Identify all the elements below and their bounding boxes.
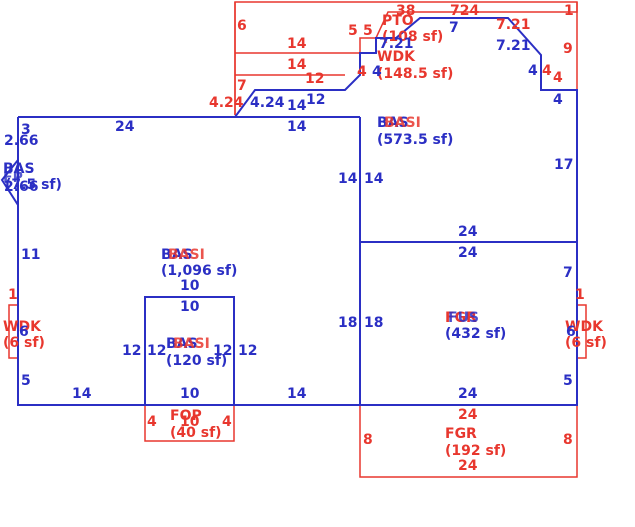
dim-label: 7.21 xyxy=(379,36,414,52)
bas-main-overlay: BASI xyxy=(168,247,205,263)
dim-label: 24 xyxy=(458,407,478,423)
dim-label: 724 xyxy=(450,3,479,19)
dim-label: 6 xyxy=(237,18,247,34)
fgr-bottom-code: FGR xyxy=(445,426,477,442)
pto-area: (108 sf) xyxy=(382,29,443,45)
wdk-left-area: (6 sf) xyxy=(3,335,45,351)
bas-inner-outline xyxy=(144,296,235,406)
bas-main-outline xyxy=(17,17,578,406)
bas-inner-overlay: BASI xyxy=(173,336,210,352)
wdk-top-area: (148.5 sf) xyxy=(377,66,453,82)
dim-label: 4 xyxy=(542,63,552,79)
dim-label: 14 xyxy=(72,386,92,402)
dim-label: 14 xyxy=(287,119,307,135)
dim-label: 5 xyxy=(348,23,358,39)
dim-label: 14 xyxy=(338,171,358,187)
dim-label: 3 xyxy=(21,122,31,138)
dim-label: 5 xyxy=(563,373,573,389)
pto-code: PTO xyxy=(382,13,414,29)
bas-inner-area: (120 sf) xyxy=(166,353,227,369)
pto-outline xyxy=(234,1,578,115)
dim-label: 1 xyxy=(575,287,585,303)
dim-label: 5 xyxy=(363,23,373,39)
wdk-right-area: (6 sf) xyxy=(565,335,607,351)
dim-label: 17 xyxy=(554,157,573,173)
dim-label: 12 xyxy=(306,92,325,108)
dim-label: 1 xyxy=(564,3,574,19)
dim-label: 24 xyxy=(458,458,478,474)
dim-label: 12 xyxy=(122,343,141,359)
dim-label: 18 xyxy=(364,315,383,331)
dim-label: 11 xyxy=(21,247,40,263)
dim-label: 4 xyxy=(357,64,367,80)
fgr-bottom-area: (192 sf) xyxy=(445,443,506,459)
dim-label: 7.21 xyxy=(382,13,417,29)
dim-label: 4 xyxy=(147,414,157,430)
dim-label: 8 xyxy=(363,432,373,448)
dim-label: 24 xyxy=(458,224,478,240)
bas-upper-code: BAS xyxy=(377,115,409,131)
dim-label: 4 xyxy=(222,414,232,430)
dim-label: 4 xyxy=(553,70,563,86)
dim-label: 24 xyxy=(458,386,478,402)
dim-label: 6 xyxy=(566,324,576,340)
dim-label: 12 xyxy=(305,71,324,87)
dim-label: 4.24 xyxy=(209,95,244,111)
dim-label: 7.21 xyxy=(496,17,531,33)
wdk-top-code: WDK xyxy=(377,49,416,65)
dim-label: 14 xyxy=(287,386,307,402)
dim-label: 14 xyxy=(287,36,307,52)
fp-bump-outline xyxy=(0,159,19,206)
dim-label: 4.24 xyxy=(250,95,285,111)
dim-label: 4 xyxy=(372,64,382,80)
dim-label: 18 xyxy=(338,315,357,331)
dim-label: 8 xyxy=(563,432,573,448)
fgr-right-overlay: FUS xyxy=(448,310,479,326)
dim-label: 7.21 xyxy=(496,38,531,54)
bas-main-area: (1,096 sf) xyxy=(161,263,237,279)
fop-code: FOP xyxy=(170,408,202,424)
dim-label: 1 xyxy=(8,287,18,303)
dim-label: 24 xyxy=(458,245,478,261)
dim-label: 10 xyxy=(180,386,200,402)
bas-main-code: BAS xyxy=(161,247,193,263)
dim-label: 38 xyxy=(396,3,415,19)
dim-label: 4 xyxy=(553,92,563,108)
dim-label: 12 xyxy=(147,343,166,359)
bas-upper-overlay: BASI xyxy=(384,115,421,131)
dim-label: 10 xyxy=(180,299,200,315)
dim-label: 14 xyxy=(287,98,307,114)
dim-label: 9 xyxy=(563,41,573,57)
dim-label: 5 xyxy=(21,373,31,389)
dim-label: 24 xyxy=(115,119,135,135)
dim-label: 10 xyxy=(180,414,200,430)
dim-label: 14 xyxy=(364,171,384,187)
wdk-left-code: WDK xyxy=(3,319,42,335)
fop-area: (40 sf) xyxy=(170,425,222,441)
bas-left-area: (7.5 sf) xyxy=(5,177,62,193)
bas-upper-area: (573.5 sf) xyxy=(377,132,453,148)
dim-label: 7 xyxy=(237,78,247,94)
dim-label: 2.66 xyxy=(4,179,39,195)
dim-label: 6 xyxy=(19,324,29,340)
bas-left-code: BAS xyxy=(3,161,35,177)
dim-label: 12 xyxy=(238,343,257,359)
dim-label: 4 xyxy=(528,63,538,79)
wdk-right-code: WDK xyxy=(565,319,604,335)
bas-inner-code: BAS xyxy=(166,336,198,352)
dim-label: 14 xyxy=(287,57,307,73)
dim-label: 7 xyxy=(449,20,459,36)
dim-label: 2.66 xyxy=(4,133,39,149)
fgr-right-area: (432 sf) xyxy=(445,326,506,342)
fgr-right-code: FGR xyxy=(445,310,477,326)
dim-label: 10 xyxy=(180,278,200,294)
dim-label: 7 xyxy=(563,265,573,281)
dim-label: 12 xyxy=(213,343,232,359)
dim-label: 5 xyxy=(4,170,14,186)
bas-left-overlay: FP xyxy=(3,170,23,186)
